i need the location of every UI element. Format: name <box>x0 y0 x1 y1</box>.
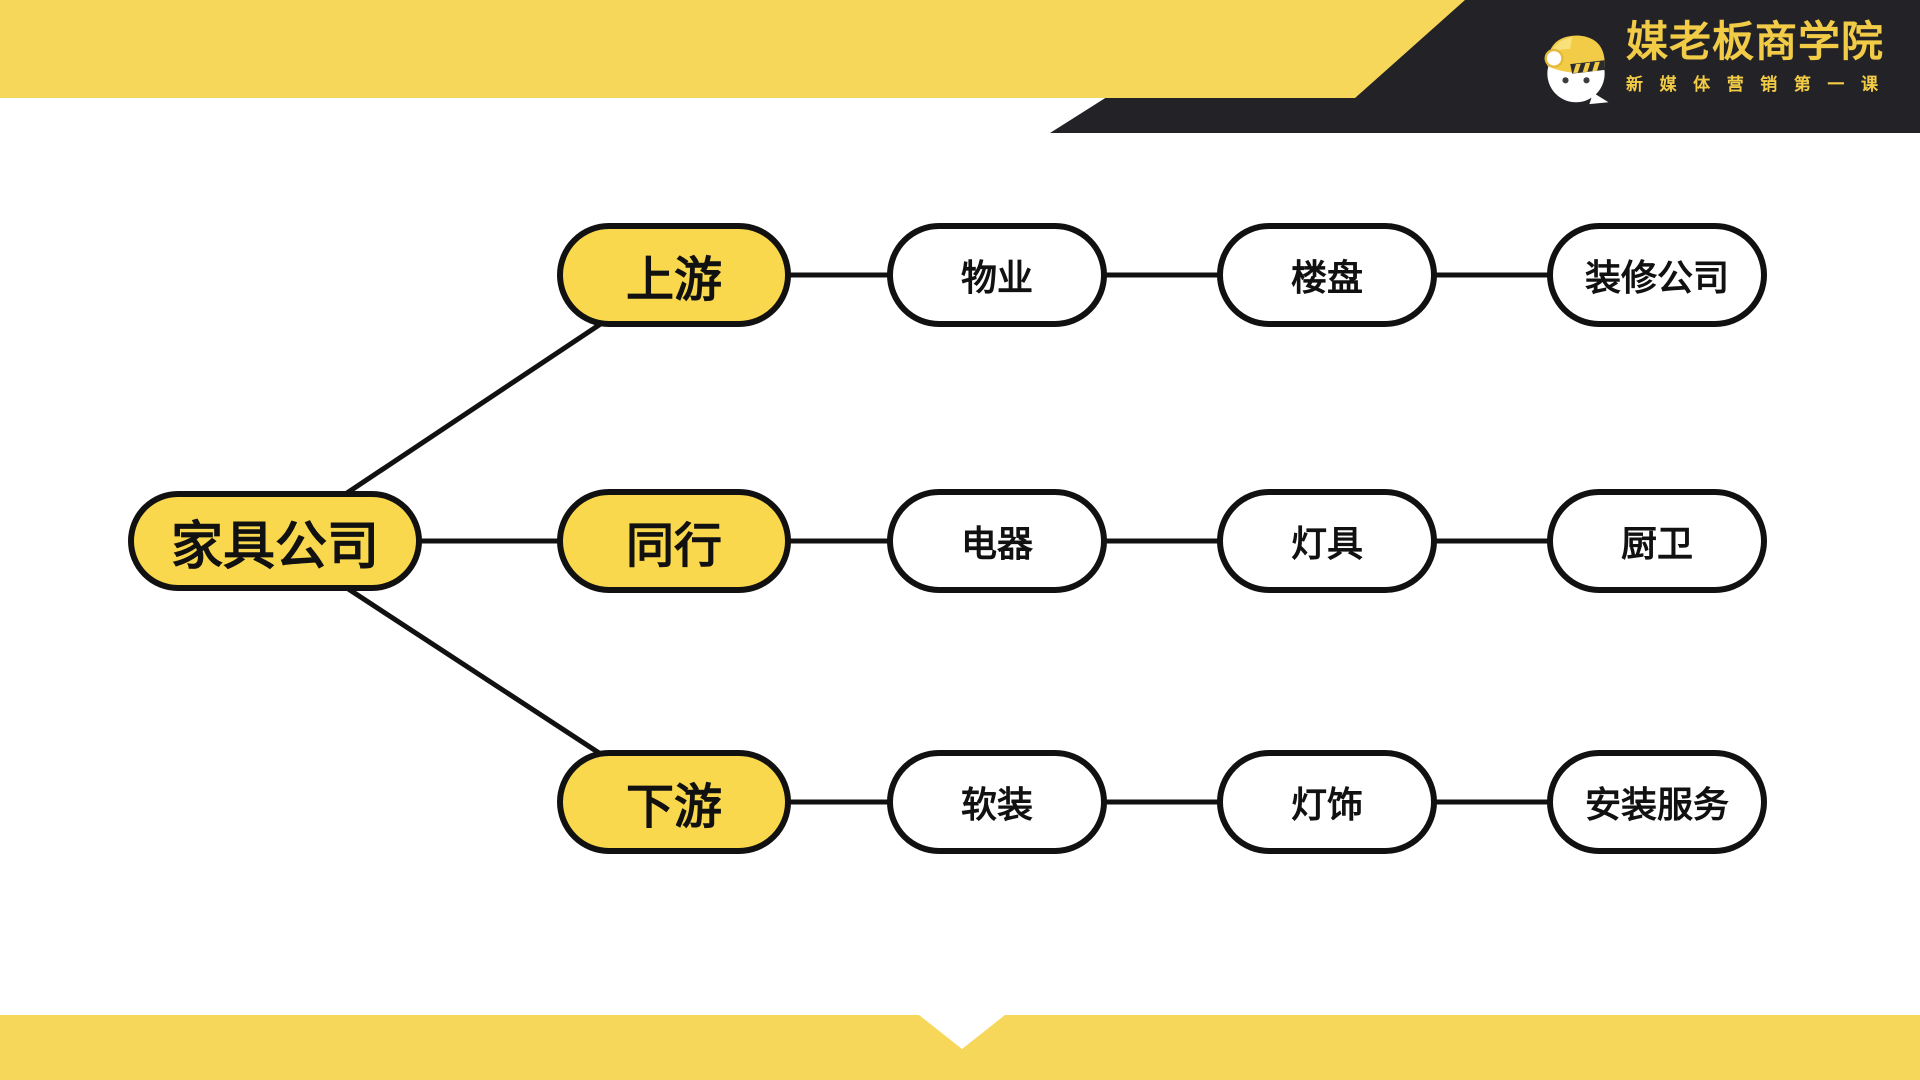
miner-helmet-mascot-icon <box>1544 35 1609 105</box>
tagline-char: 销 <box>1760 75 1778 95</box>
header-yellow-band <box>0 0 1465 98</box>
node-leaf: 软装 <box>887 750 1107 854</box>
node-leaf: 灯具 <box>1217 489 1437 593</box>
node-leaf: 楼盘 <box>1217 223 1437 327</box>
tagline-char: 一 <box>1827 75 1845 95</box>
tagline-char: 营 <box>1726 75 1744 95</box>
brand-block: 媒老板商学院 新 媒 体 营 销 第 一 课 <box>1540 18 1890 120</box>
brand-title: 媒老板商学院 <box>1626 18 1885 65</box>
node-leaf: 物业 <box>887 223 1107 327</box>
node-branch-peers: 同行 <box>557 489 791 593</box>
node-leaf: 装修公司 <box>1547 223 1767 327</box>
tagline-char: 媒 <box>1659 75 1677 95</box>
node-branch-downstream: 下游 <box>557 750 791 854</box>
node-branch-upstream: 上游 <box>557 223 791 327</box>
brand-tagline: 新 媒 体 营 销 第 一 课 <box>1626 70 1878 95</box>
node-leaf: 电器 <box>887 489 1107 593</box>
node-leaf: 灯饰 <box>1217 750 1437 854</box>
tagline-char: 新 <box>1626 75 1643 95</box>
tagline-char: 第 <box>1793 75 1811 95</box>
tagline-char: 课 <box>1860 75 1878 95</box>
node-leaf: 厨卫 <box>1547 489 1767 593</box>
node-leaf: 安装服务 <box>1547 750 1767 854</box>
tagline-char: 体 <box>1693 75 1711 95</box>
node-root: 家具公司 <box>128 491 422 591</box>
